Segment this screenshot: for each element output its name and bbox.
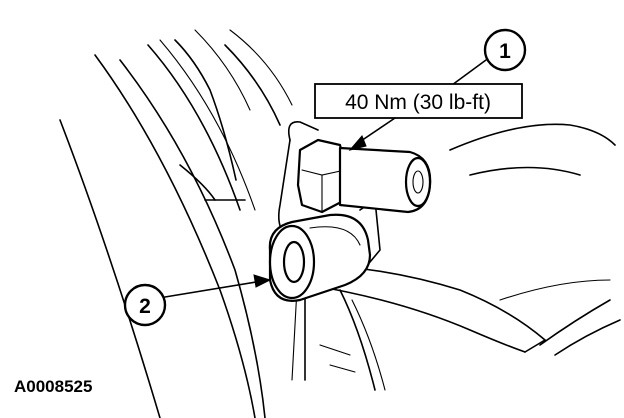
flange-bolt (296, 138, 432, 214)
torque-spec-label: 40 Nm (30 lb-ft) (345, 91, 491, 114)
callout-1-number: 1 (499, 40, 511, 63)
torque-leader-arrowhead (348, 135, 367, 151)
callout-2-leader (164, 280, 263, 298)
callout-2-number: 2 (139, 295, 151, 318)
callout-2: 2 (123, 274, 272, 327)
bushing (268, 213, 372, 302)
callout-1-leader (451, 59, 487, 86)
callout-2-arrowhead (253, 274, 272, 288)
tie-rod-and-panel (299, 123, 621, 356)
callout-1: 1 40 Nm (30 lb-ft) (314, 28, 527, 151)
callout-1-circle (483, 28, 527, 72)
torque-label-box (314, 83, 523, 119)
wheel-arch-lines (59, 29, 293, 418)
callout-2-circle (123, 283, 167, 327)
figure-id: A0008525 (14, 377, 92, 396)
